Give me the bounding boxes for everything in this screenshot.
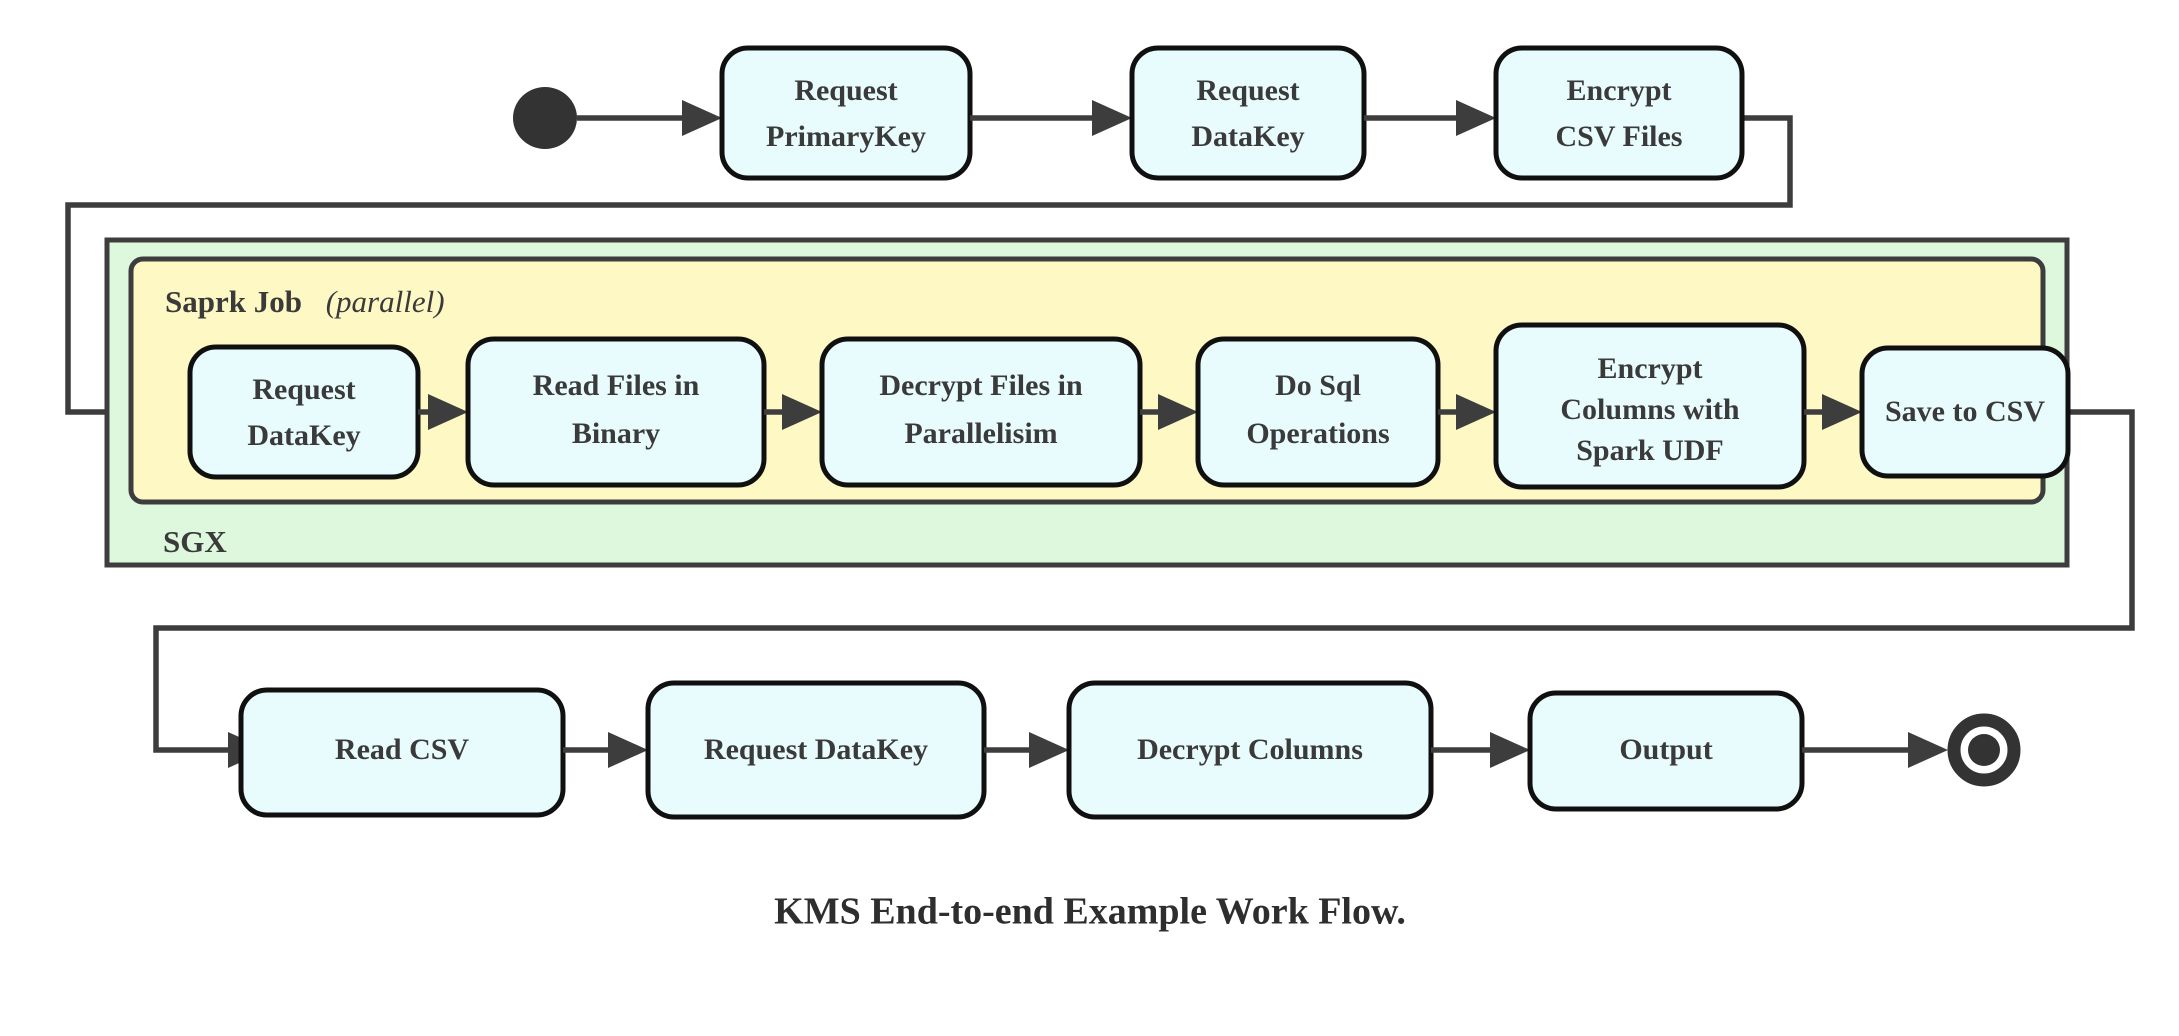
arrowhead-icon bbox=[782, 394, 822, 430]
node-encrypt-csv-files[interactable]: Encrypt CSV Files bbox=[1493, 45, 1745, 181]
node-label: DataKey bbox=[1191, 120, 1304, 153]
node-label: Operations bbox=[1246, 417, 1389, 450]
node-label: Do Sql bbox=[1275, 369, 1361, 402]
arrowhead-icon bbox=[1908, 732, 1948, 768]
edge-output-to-end bbox=[1802, 732, 1948, 768]
node-request-datakey-bottom[interactable]: Request DataKey bbox=[645, 680, 987, 820]
arrowhead-icon bbox=[682, 100, 722, 136]
arrowhead-icon bbox=[1822, 394, 1862, 430]
node-label: Save to CSV bbox=[1885, 395, 2045, 428]
node-save-to-csv[interactable]: Save to CSV bbox=[1859, 345, 2071, 479]
node-label: Request bbox=[794, 74, 897, 107]
node-label: Spark UDF bbox=[1576, 434, 1724, 467]
diagram-caption: KMS End-to-end Example Work Flow. bbox=[774, 891, 1406, 933]
node-encrypt-columns-with-spark-udf[interactable]: Encrypt Columns with Spark UDF bbox=[1493, 322, 1807, 490]
node-read-csv[interactable]: Read CSV bbox=[238, 687, 566, 818]
node-label: Read CSV bbox=[335, 733, 470, 766]
node-do-sql-operations[interactable]: Do Sql Operations bbox=[1195, 336, 1441, 488]
node-decrypt-files-in-parallelisim[interactable]: Decrypt Files in Parallelisim bbox=[819, 336, 1143, 488]
start-node-icon bbox=[513, 87, 577, 149]
node-label: PrimaryKey bbox=[766, 120, 926, 153]
node-label: DataKey bbox=[247, 419, 360, 452]
edge-do-sql-to-encrypt-columns bbox=[1438, 394, 1496, 430]
edge-request-datakey-to-encrypt-csv-files bbox=[1364, 100, 1496, 136]
node-label: Decrypt Columns bbox=[1137, 733, 1363, 766]
sgx-label: SGX bbox=[163, 524, 227, 559]
node-label: Request DataKey bbox=[704, 733, 928, 766]
node-decrypt-columns[interactable]: Decrypt Columns bbox=[1066, 680, 1434, 820]
arrowhead-icon bbox=[1456, 394, 1496, 430]
spark-job-label: Saprk Job (parallel) bbox=[165, 284, 445, 319]
node-request-datakey-spark[interactable]: Request DataKey bbox=[187, 344, 421, 480]
arrowhead-icon bbox=[1092, 100, 1132, 136]
node-label: Read Files in bbox=[533, 369, 700, 402]
edge-encrypt-columns-to-save-to-csv bbox=[1804, 394, 1862, 430]
node-output[interactable]: Output bbox=[1527, 690, 1805, 812]
node-label: Request bbox=[252, 373, 355, 406]
edge-request-datakey-spark-to-read-files bbox=[418, 394, 468, 430]
spark-job-label-bold: Saprk Job bbox=[165, 284, 302, 319]
arrowhead-icon bbox=[1029, 732, 1069, 768]
arrowhead-icon bbox=[1456, 100, 1496, 136]
edge-start-to-request-primarykey bbox=[577, 100, 722, 136]
edge-request-datakey-bottom-to-decrypt-columns bbox=[984, 732, 1069, 768]
arrowhead-icon bbox=[608, 732, 648, 768]
edge-read-csv-to-request-datakey-bottom bbox=[563, 732, 648, 768]
node-label: Encrypt bbox=[1567, 74, 1672, 107]
arrowhead-icon bbox=[1490, 732, 1530, 768]
node-label: Columns with bbox=[1560, 393, 1740, 426]
node-label: Parallelisim bbox=[904, 417, 1057, 450]
node-label: Decrypt Files in bbox=[879, 369, 1083, 402]
end-node-icon bbox=[1947, 713, 2021, 787]
edge-decrypt-columns-to-output bbox=[1431, 732, 1530, 768]
node-label: Encrypt bbox=[1598, 352, 1703, 385]
node-label: Binary bbox=[572, 417, 660, 450]
node-label: CSV Files bbox=[1556, 120, 1683, 153]
edge-read-files-to-decrypt-files bbox=[764, 394, 822, 430]
arrowhead-icon bbox=[428, 394, 468, 430]
node-label: Request bbox=[1196, 74, 1299, 107]
node-request-primarykey[interactable]: Request PrimaryKey bbox=[719, 45, 973, 181]
edge-request-primarykey-to-request-datakey bbox=[970, 100, 1132, 136]
edge-decrypt-files-to-do-sql bbox=[1140, 394, 1198, 430]
node-request-datakey-top[interactable]: Request DataKey bbox=[1129, 45, 1367, 181]
spark-job-label-italic: (parallel) bbox=[326, 284, 445, 319]
arrowhead-icon bbox=[1158, 394, 1198, 430]
node-label: Output bbox=[1619, 733, 1712, 766]
node-read-files-in-binary[interactable]: Read Files in Binary bbox=[465, 336, 767, 488]
